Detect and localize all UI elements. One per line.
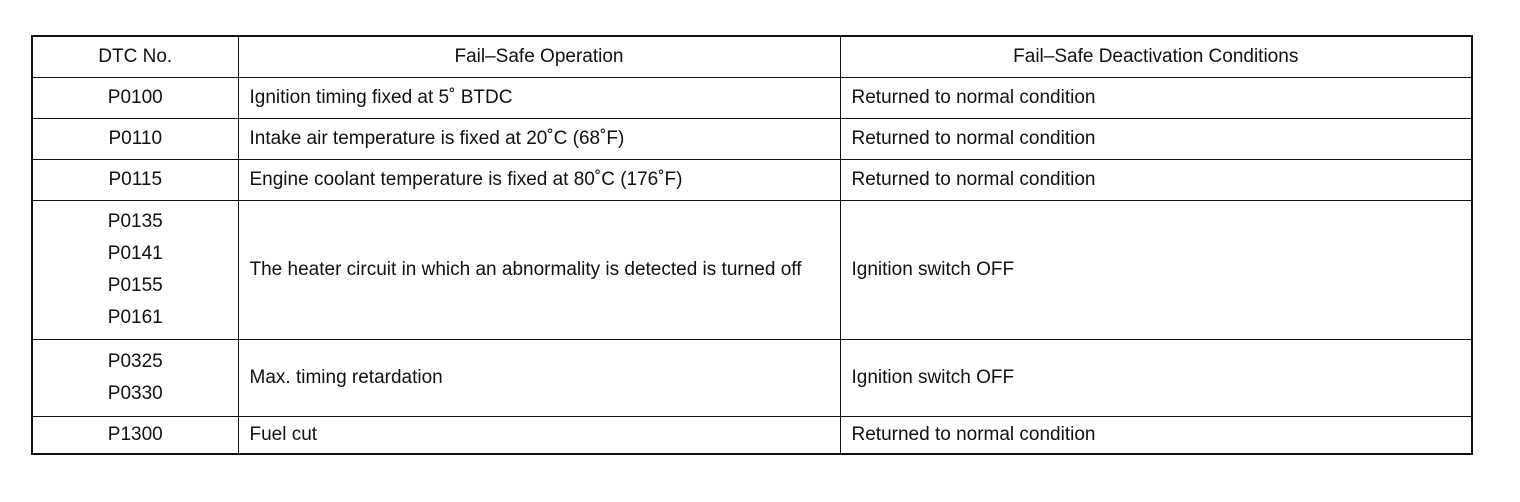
dtc-cell: P1300 — [31, 416, 239, 455]
table-row: P0135 P0141 P0155 P0161 The heater circu… — [31, 200, 1473, 340]
dtc-code: P0115 — [108, 169, 163, 190]
dtc-code: P0325 — [107, 351, 163, 372]
dtc-code: P0135 — [107, 211, 163, 232]
deactivation-cell: Ignition switch OFF — [839, 339, 1473, 417]
table-row: P0100 Ignition timing fixed at 5˚ BTDC R… — [31, 77, 1473, 119]
dtc-code: P1300 — [107, 424, 163, 445]
operation-cell: The heater circuit in which an abnormali… — [237, 200, 841, 340]
table-row: P0115 Engine coolant temperature is fixe… — [31, 159, 1473, 201]
deactivation-cell: Returned to normal condition — [839, 118, 1473, 160]
table-row: P0110 Intake air temperature is fixed at… — [31, 118, 1473, 160]
dtc-cell: P0325 P0330 — [31, 339, 239, 417]
dtc-cell: P0100 — [31, 77, 239, 119]
table-header-row: DTC No. Fail–Safe Operation Fail–Safe De… — [31, 35, 1473, 78]
dtc-code: P0161 — [107, 307, 163, 328]
operation-cell: Engine coolant temperature is fixed at 8… — [237, 159, 841, 201]
dtc-code: P0330 — [107, 383, 163, 404]
header-deactivation-conditions: Fail–Safe Deactivation Conditions — [839, 35, 1473, 78]
deactivation-cell: Ignition switch OFF — [839, 200, 1473, 340]
operation-cell: Max. timing retardation — [237, 339, 841, 417]
operation-cell: Ignition timing fixed at 5˚ BTDC — [237, 77, 841, 119]
header-dtc-no: DTC No. — [31, 35, 239, 78]
dtc-cell: P0115 — [31, 159, 239, 201]
operation-cell: Fuel cut — [237, 416, 841, 455]
fail-safe-table: DTC No. Fail–Safe Operation Fail–Safe De… — [31, 35, 1473, 455]
dtc-code: P0100 — [107, 87, 163, 108]
operation-cell: Intake air temperature is fixed at 20˚C … — [237, 118, 841, 160]
dtc-code: P0110 — [108, 128, 163, 149]
dtc-cell: P0110 — [31, 118, 239, 160]
dtc-cell: P0135 P0141 P0155 P0161 — [31, 200, 239, 340]
header-fail-safe-operation: Fail–Safe Operation — [237, 35, 841, 78]
deactivation-cell: Returned to normal condition — [839, 77, 1473, 119]
dtc-code: P0141 — [107, 243, 163, 264]
dtc-code: P0155 — [107, 275, 163, 296]
table-row: P1300 Fuel cut Returned to normal condit… — [31, 416, 1473, 455]
deactivation-cell: Returned to normal condition — [839, 416, 1473, 455]
deactivation-cell: Returned to normal condition — [839, 159, 1473, 201]
fail-safe-table-container: DTC No. Fail–Safe Operation Fail–Safe De… — [31, 35, 1473, 455]
table-row: P0325 P0330 Max. timing retardation Igni… — [31, 339, 1473, 417]
